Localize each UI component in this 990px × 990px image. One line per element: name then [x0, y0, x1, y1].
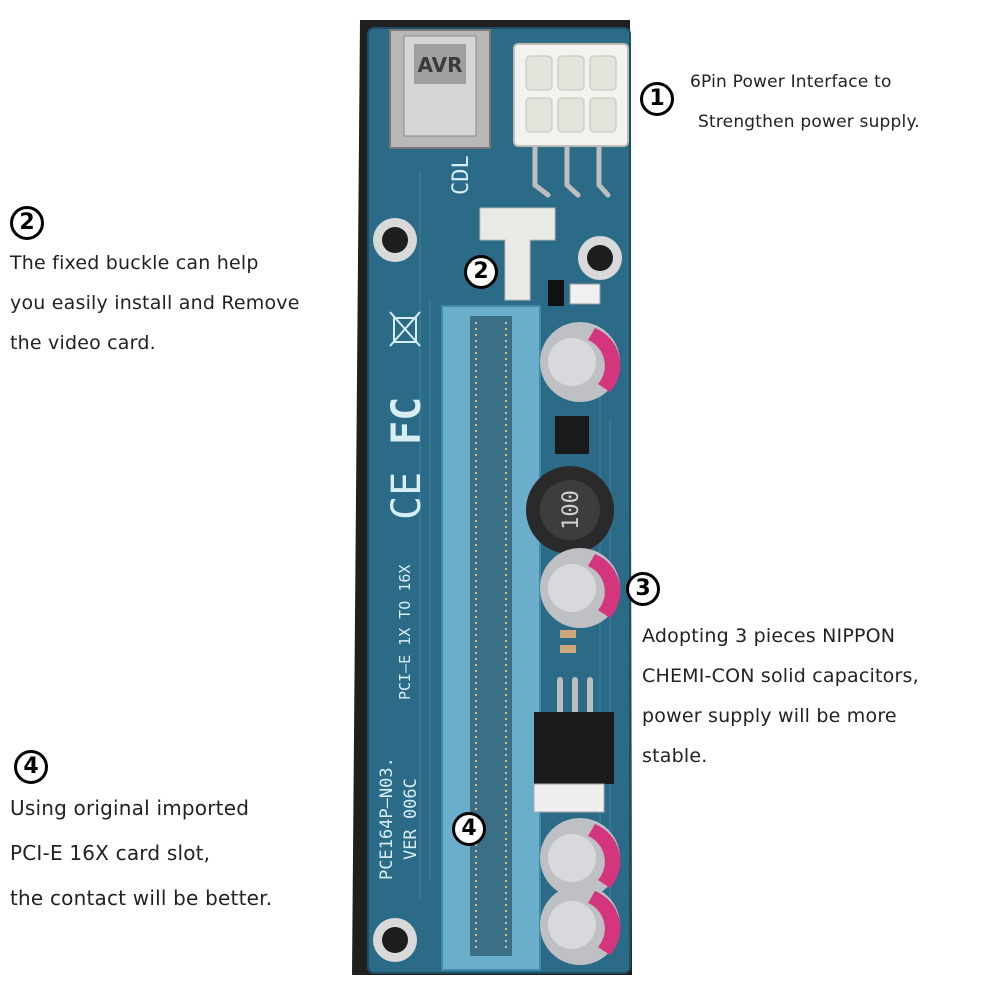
board-text-pcie: PCI–E 1X TO 16X: [396, 565, 414, 700]
callout-1-line-2: Strengthen power supply.: [698, 112, 920, 132]
callout-3-line-1: Adopting 3 pieces NIPPON: [642, 625, 896, 647]
callout-3-text: Adopting 3 pieces NIPPON CHEMI-CON solid…: [642, 616, 919, 776]
board-text-ce: CE: [384, 472, 430, 520]
marker-2-board: 2: [464, 255, 498, 289]
callout-2-line-3: the video card.: [10, 332, 156, 354]
callout-2-line-2: you easily install and Remove: [10, 292, 300, 314]
capacitor-middle: [540, 548, 621, 628]
callout-4-line-2: PCI-E 16X card slot,: [10, 841, 211, 865]
board-text-fcc: FC: [384, 397, 430, 445]
marker-2-left: 2: [10, 206, 44, 240]
callout-3-line-2: CHEMI-CON solid capacitors,: [642, 665, 919, 687]
callout-3-line-3: power supply will be more: [642, 705, 897, 727]
marker-4-board: 4: [452, 812, 486, 846]
board-text-model: PCE164P–N03.: [377, 757, 397, 880]
marker-4-left: 4: [14, 750, 48, 784]
callout-4-line-1: Using original imported: [10, 796, 250, 820]
board-text-version: VER 006C: [401, 778, 421, 860]
callout-1-line-1: 6Pin Power Interface to: [690, 72, 892, 92]
callout-4-line-3: the contact will be better.: [10, 886, 273, 910]
marker-3: 3: [626, 572, 660, 606]
callout-2-line-1: The fixed buckle can help: [10, 252, 259, 274]
callout-3-line-4: stable.: [642, 745, 708, 767]
callout-2-text: The fixed buckle can help you easily ins…: [10, 243, 300, 363]
capacitor-bottom-2: [540, 885, 621, 965]
callout-1-text: 6Pin Power Interface to Strengthen power…: [690, 62, 920, 142]
capacitor-bottom-1: [540, 818, 621, 898]
svg-text:CDL: CDL: [449, 155, 474, 195]
svg-text:AVR: AVR: [418, 53, 463, 77]
board-text-inductor: 100: [559, 490, 584, 530]
capacitor-top: [540, 322, 621, 402]
marker-1: 1: [640, 82, 674, 116]
callout-4-text: Using original imported PCI-E 16X card s…: [10, 786, 272, 921]
